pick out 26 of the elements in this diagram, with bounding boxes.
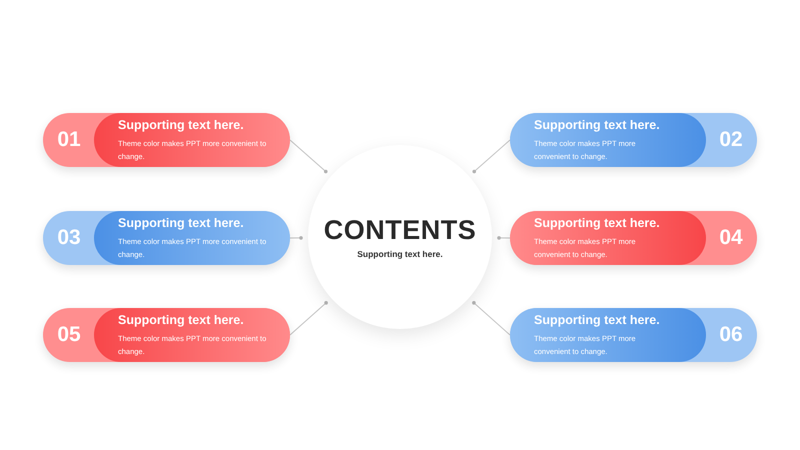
item-heading: Supporting text here. [118,118,245,132]
pill-card [43,211,290,265]
connector-line [290,236,303,240]
item-number: 01 [57,128,81,152]
item-heading: Supporting text here. [118,216,245,230]
item-number: 02 [719,128,743,152]
pill-card [43,113,290,167]
item-number: 03 [57,226,81,250]
pill-card [43,308,290,362]
item-heading: Supporting text here. [534,216,658,230]
item-heading: Supporting text here. [534,118,658,132]
pill-card [510,113,757,167]
pill-card [510,308,757,362]
item-number: 06 [719,323,743,347]
connector-line [497,236,510,240]
item-number: 05 [57,323,81,347]
item-number: 04 [719,226,743,250]
connector-line [472,301,510,336]
title-text: CONTENTS [324,215,476,246]
connector-line [290,140,328,174]
pill-card [510,211,757,265]
item-heading: Supporting text here. [534,312,658,326]
connector-line [290,301,328,336]
connector-line [472,140,510,174]
subtitle-text: Supporting text here. [357,249,443,259]
item-heading: Supporting text here. [118,312,245,326]
